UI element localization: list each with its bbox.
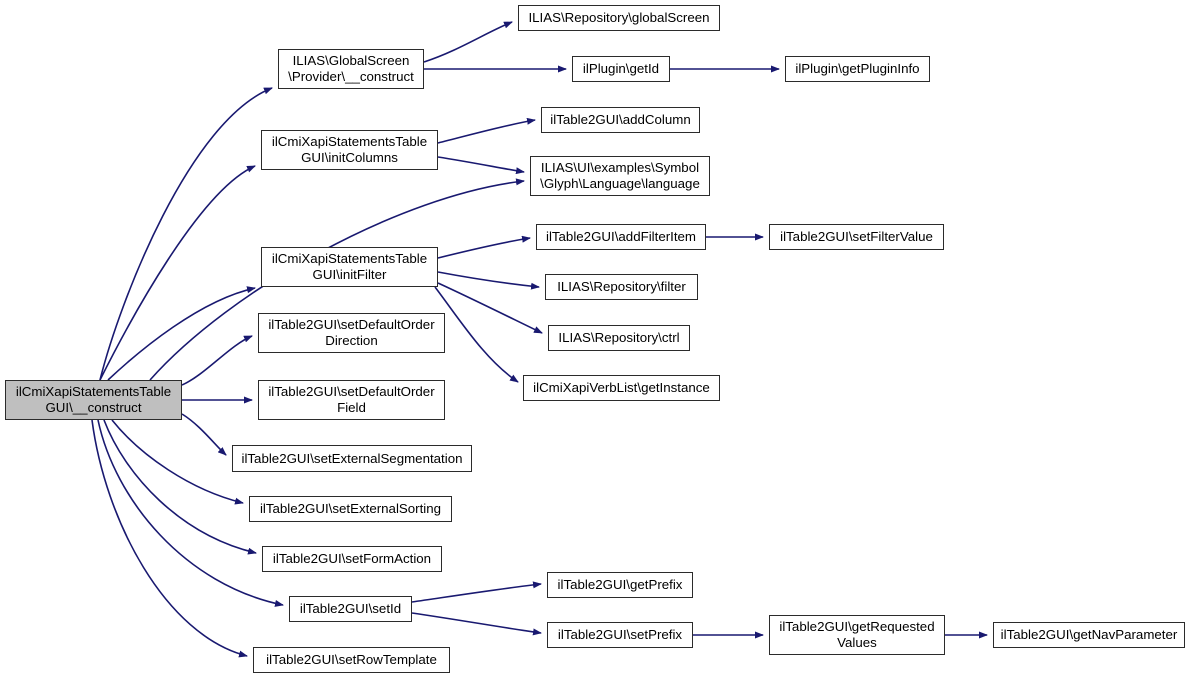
graph-node-setrowtemplate[interactable]: ilTable2GUI\setRowTemplate bbox=[253, 647, 450, 673]
call-edge bbox=[99, 87, 273, 381]
graph-node-repo_globalscreen[interactable]: ILIAS\Repository\globalScreen bbox=[518, 5, 720, 31]
graph-node-plugin_getid[interactable]: ilPlugin\getId bbox=[572, 56, 670, 82]
call-edge bbox=[99, 165, 256, 381]
graph-node-repo_ctrl[interactable]: ILIAS\Repository\ctrl bbox=[548, 325, 690, 351]
call-edge bbox=[91, 419, 248, 658]
graph-node-root[interactable]: ilCmiXapiStatementsTable GUI\__construct bbox=[5, 380, 182, 420]
call-edge bbox=[181, 413, 227, 456]
graph-node-getnavparameter[interactable]: ilTable2GUI\getNavParameter bbox=[993, 622, 1185, 648]
graph-node-setexternalsorting[interactable]: ilTable2GUI\setExternalSorting bbox=[249, 496, 452, 522]
call-edge bbox=[437, 117, 536, 144]
graph-node-setformaction[interactable]: ilTable2GUI\setFormAction bbox=[262, 546, 442, 572]
call-edge bbox=[437, 282, 543, 334]
call-edge bbox=[437, 271, 540, 290]
graph-node-getprefix[interactable]: ilTable2GUI\getPrefix bbox=[547, 572, 693, 598]
call-edge bbox=[411, 581, 542, 603]
graph-node-setid[interactable]: ilTable2GUI\setId bbox=[289, 596, 412, 622]
graph-node-setfiltervalue[interactable]: ilTable2GUI\setFilterValue bbox=[769, 224, 944, 250]
call-edge bbox=[437, 235, 531, 259]
graph-node-initfilter[interactable]: ilCmiXapiStatementsTable GUI\initFilter bbox=[261, 247, 438, 287]
call-edge bbox=[437, 156, 525, 175]
call-edge bbox=[97, 419, 284, 607]
graph-node-initcolumns[interactable]: ilCmiXapiStatementsTable GUI\initColumns bbox=[261, 130, 438, 170]
call-edge bbox=[411, 612, 542, 636]
graph-node-setdefaultorderdir[interactable]: ilTable2GUI\setDefaultOrder Direction bbox=[258, 313, 445, 353]
graph-node-setprefix[interactable]: ilTable2GUI\setPrefix bbox=[547, 622, 693, 648]
call-edge bbox=[434, 286, 519, 383]
graph-node-addcolumn[interactable]: ilTable2GUI\addColumn bbox=[541, 107, 700, 133]
graph-node-repo_filter[interactable]: ILIAS\Repository\filter bbox=[545, 274, 698, 300]
call-edge bbox=[111, 419, 244, 505]
graph-node-globalscreen_provider[interactable]: ILIAS\GlobalScreen \Provider\__construct bbox=[278, 49, 424, 89]
call-edge bbox=[181, 335, 253, 386]
graph-node-setexternalsegmentation[interactable]: ilTable2GUI\setExternalSegmentation bbox=[232, 445, 472, 472]
graph-node-verblist_getinstance[interactable]: ilCmiXapiVerbList\getInstance bbox=[523, 375, 720, 401]
graph-node-plugin_getplugininfo[interactable]: ilPlugin\getPluginInfo bbox=[785, 56, 930, 82]
call-edge bbox=[103, 419, 257, 555]
call-edge bbox=[107, 286, 256, 381]
graph-node-setdefaultorderfield[interactable]: ilTable2GUI\setDefaultOrder Field bbox=[258, 380, 445, 420]
call-edge bbox=[423, 21, 513, 63]
graph-node-addfilteritem[interactable]: ilTable2GUI\addFilterItem bbox=[536, 224, 706, 250]
graph-node-getrequestedvalues[interactable]: ilTable2GUI\getRequested Values bbox=[769, 615, 945, 655]
graph-node-glyph_language[interactable]: ILIAS\UI\examples\Symbol \Glyph\Language… bbox=[530, 156, 710, 196]
